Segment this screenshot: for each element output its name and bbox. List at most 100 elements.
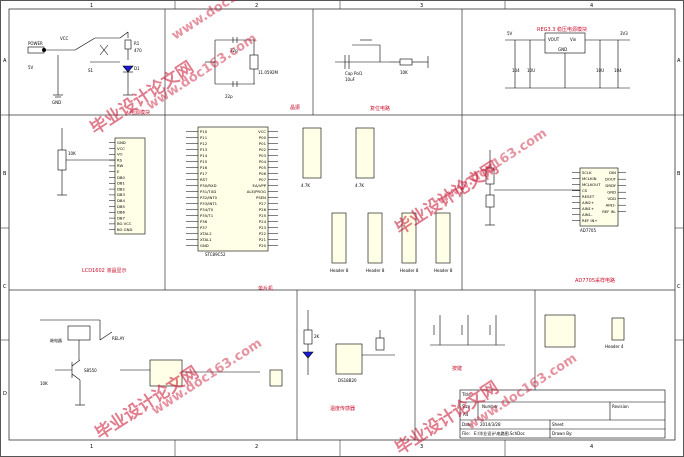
reg-vin: Vin [570,37,577,42]
reset-cap: Cap Pol1 [345,71,363,76]
pin-label: PSEN [256,195,266,200]
mcu-left-pins: P10P11P12P13P14P15P16P17RSTP30/RXDP31/TX… [186,129,218,248]
header8-1: Header 8 [330,268,349,273]
pin-label: P16 [200,165,208,170]
pin-label: DIN [609,170,616,175]
pin-label: DRDY [605,183,616,188]
relay-label: RELAY [112,336,125,341]
title-crystal: 晶振 [290,104,300,111]
pin-label: VCC [258,129,266,134]
title-lcd: LCD1602 液晶显示 [82,267,126,274]
relay-res: 10K [40,381,48,386]
sensor-chip: DS18B20 [338,378,357,383]
lcd-pin-list: GNDVCCVORSRWEDB0DB1DB2DB3DB4DB5DB6DB7BG … [109,140,132,232]
pin-label: P15 [200,159,208,164]
tb-revision: Revision [612,404,629,409]
respack-1-val: 4.7K [301,183,310,188]
pin-label: GND [117,140,126,145]
tb-size-val: A4 [463,412,469,417]
respack-2-val: 4.7K [355,183,364,188]
pin-label: DB4 [117,198,126,203]
mcu-right-pins: VCCP00P01P02P03P04P05P06P07EA/VPPALE/PRO… [247,129,278,248]
crystal-freq: 11.0592M [258,70,279,75]
pin-label: RS [117,157,123,162]
reset-cap-val: 10uF [345,77,356,82]
pin-label: REF IN+ [582,218,598,223]
tb-file: File: [462,431,470,436]
col-1: 1 [90,3,93,9]
pin-label: DB3 [117,192,126,197]
pin-label: P30/RXD [200,183,217,188]
pin-label: DB1 [117,181,126,186]
pin-label: P33/INT1 [200,201,218,206]
col-2: 2 [255,3,258,9]
tb-size: Size [462,404,471,409]
pin-label: P14 [200,153,208,158]
keys-circuit [430,315,505,346]
tb-date-val: 2014/3/28 [480,422,501,427]
tb-drawn: Drawn By: [552,431,572,436]
col-3: 3 [420,3,423,9]
resistor-pack-2 [355,127,375,179]
pin-label: SCLK [582,170,592,175]
header8-2: Header 8 [366,268,385,273]
pin-label: MCLKOUT [582,182,601,187]
row-b: B [3,171,7,177]
relay-coil: 继电器 [50,337,62,343]
title-keys: 按键 [452,365,462,372]
pin-label: P12 [200,141,208,146]
power-r1: R1 [134,41,140,46]
pin-label: P27 [259,201,267,206]
pin-label: BG GND [117,227,132,232]
pin-label: P36 [200,219,208,224]
power-s1: S1 [88,68,94,73]
row-c: C [3,284,7,290]
header-module [544,314,576,348]
crystal-cap-val: 22p [225,94,233,99]
tb-date: Date: [462,422,473,427]
lcd-connector [114,137,146,235]
title-block [459,389,666,439]
pin-label: GND [200,243,209,248]
pin-label: ALE/PROG [247,189,266,194]
pin-label: AIN1- [582,212,593,217]
title-sensor: 温度传感器 [330,405,355,412]
pin-label: P07 [259,177,267,182]
header4-label: Header 4 [605,344,624,349]
row-d: D [3,391,7,397]
mcu-chip [197,126,269,252]
pin-label: P21 [259,237,267,242]
sensor-res: 2K [314,334,320,339]
col-1-bottom: 1 [90,444,93,450]
adc-name: AD7705 [580,228,596,233]
pin-label: P04 [259,159,267,164]
regulator-circuit [505,32,630,89]
pin-label: AIN1+ [582,206,594,211]
pin-label: P25 [259,213,267,218]
header-8-group [331,212,451,264]
pin-label: P03 [259,153,267,158]
header-4 [611,317,625,341]
pin-label: P31/TXD [200,189,216,194]
pin-label: P37 [200,225,208,230]
title-reset: 复位电路 [370,105,390,112]
col-4: 4 [590,3,593,9]
relay-transistor: S8550 [84,368,97,373]
pin-label: EA/VPP [253,183,267,188]
reg-cap4: 104 [614,68,622,73]
reg-cap2: 10U [527,68,535,73]
pin-label: P24 [259,219,267,224]
reg-5v: 5V [507,31,513,36]
pin-label: VO [117,152,123,157]
pin-label: E [117,169,120,174]
pin-label: DB6 [117,210,126,215]
row-a-right: A [677,58,681,64]
mcu-name: STC89C52 [205,252,226,257]
resistor-pack-1 [302,127,322,179]
pin-label: VCC [117,146,125,151]
tb-number: Number [482,404,498,409]
title-power: 电源模块 [130,109,150,116]
pin-label: P02 [259,147,267,152]
